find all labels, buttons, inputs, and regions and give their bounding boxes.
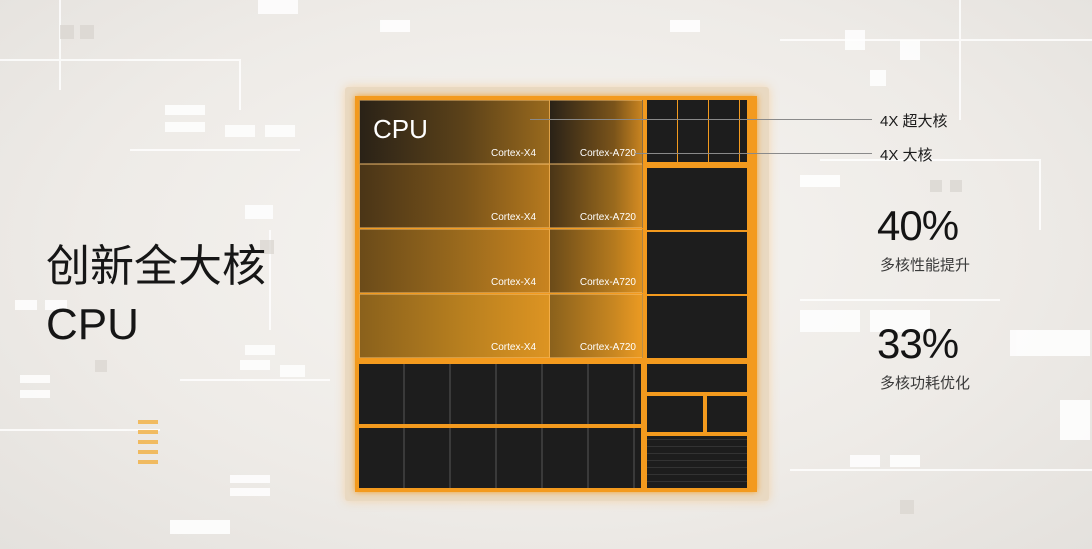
big-core-cache-block — [647, 166, 747, 358]
headline-title: 创新全大核 — [46, 242, 266, 291]
npu-block-top — [647, 364, 747, 392]
stat-performance-caption: 多核性能提升 — [880, 257, 971, 274]
core-a720-1-label: Cortex-A720 — [579, 148, 636, 159]
npu-block-mid-right — [707, 396, 747, 432]
core-x4-2: Cortex-X4 — [359, 164, 551, 228]
core-a720-2: Cortex-A720 — [549, 164, 643, 228]
super-core-cache-block — [647, 100, 747, 162]
cpu-block-label: CPU — [373, 114, 428, 144]
core-a720-4: Cortex-A720 — [549, 294, 643, 358]
leader-line-super-cores — [530, 119, 872, 120]
core-x4-1-label: Cortex-X4 — [490, 148, 536, 159]
leader-line-big-cores — [635, 153, 872, 154]
core-a720-2-label: Cortex-A720 — [579, 212, 636, 223]
headline: 创新全大核 CPU — [46, 238, 266, 354]
gpu-block-upper — [359, 364, 641, 424]
core-x4-1: Cortex-X4 — [359, 100, 551, 164]
npu-block-bottom — [647, 436, 747, 488]
headline-subtitle: CPU — [46, 300, 139, 349]
core-x4-3-label: Cortex-X4 — [490, 277, 536, 288]
core-a720-4-label: Cortex-A720 — [579, 342, 636, 353]
core-a720-1: Cortex-A720 — [549, 100, 643, 164]
core-x4-4: Cortex-X4 — [359, 294, 551, 358]
callout-super-cores: 4X 超大核 — [880, 113, 948, 130]
core-a720-3: Cortex-A720 — [549, 229, 643, 293]
core-x4-2-label: Cortex-X4 — [490, 212, 536, 223]
stat-performance-value: 40% — [877, 202, 959, 249]
core-x4-4-label: Cortex-X4 — [490, 342, 536, 353]
gpu-block-lower — [359, 428, 641, 488]
core-a720-3-label: Cortex-A720 — [579, 277, 636, 288]
npu-block-mid-left — [647, 396, 703, 432]
callout-big-cores: 4X 大核 — [880, 147, 933, 164]
core-x4-3: Cortex-X4 — [359, 229, 551, 293]
stat-power-value: 33% — [877, 320, 959, 367]
stat-power-caption: 多核功耗优化 — [880, 375, 971, 392]
chip-die: Cortex-X4 Cortex-A720 Cortex-X4 Cortex-A… — [355, 96, 757, 492]
